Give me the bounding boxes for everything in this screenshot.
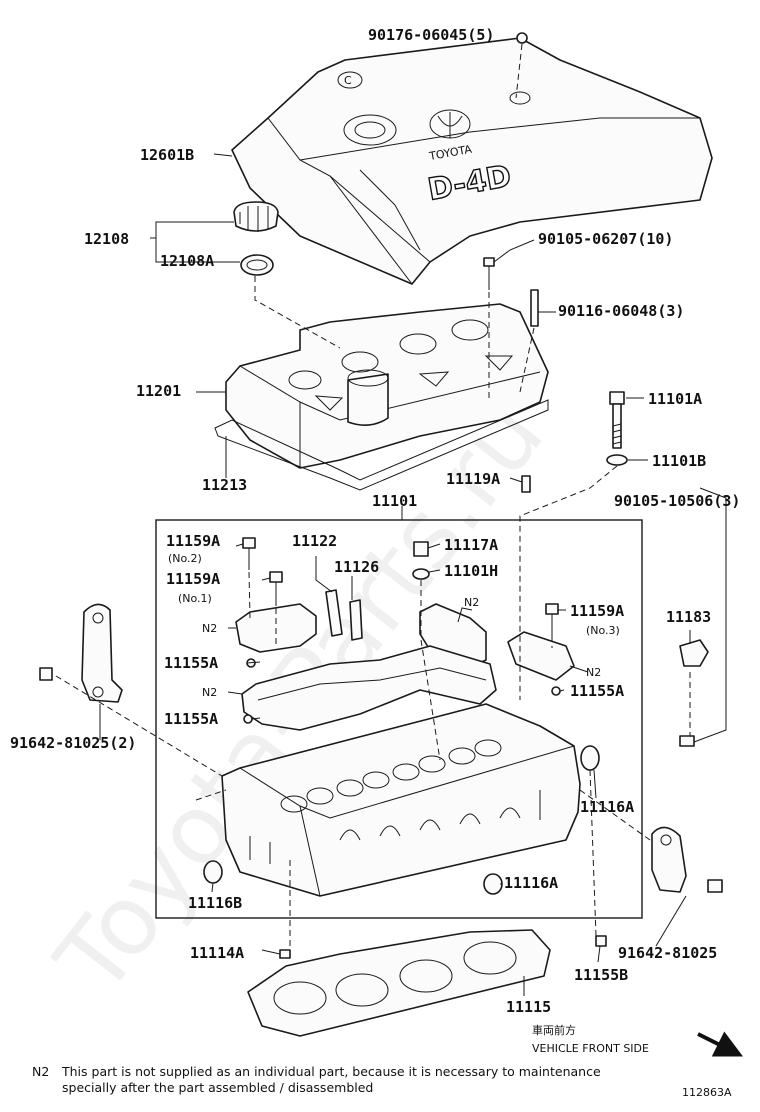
cover-c-mark: C (344, 74, 352, 87)
hanger-bolt-left (39, 667, 53, 681)
label-11159A-no3: 11159A (570, 602, 624, 620)
note-11159A-no3: (No.3) (586, 624, 620, 637)
cylinder-head (221, 703, 581, 897)
plug-11117A (413, 541, 429, 557)
label-11101: 11101 (372, 492, 417, 510)
note-key: N2 (32, 1064, 49, 1079)
note-11159A-no2: (No.2) (168, 552, 202, 565)
label-11119A: 11119A (446, 470, 500, 488)
filler-cap-gasket (240, 254, 274, 276)
note-line-2: specially after the part assembled / dis… (62, 1080, 373, 1095)
label-11101A: 11101A (648, 390, 702, 408)
washer-11101H (412, 568, 430, 580)
label-11201: 11201 (136, 382, 181, 400)
label-11155A-2: 11155A (570, 682, 624, 700)
bolt-11159A-no1 (269, 571, 283, 606)
pin-11122 (325, 589, 343, 637)
figure-id: 112863A (682, 1086, 732, 1099)
sensor-11183 (679, 639, 709, 667)
label-11117A: 11117A (444, 536, 498, 554)
label-91642-81025: 91642-81025 (618, 944, 717, 962)
head-bolt-90105-10506 (679, 735, 695, 747)
note-line-1: This part is not supplied as an individu… (61, 1064, 601, 1079)
head-cover-gasket (214, 399, 549, 491)
label-11126: 11126 (334, 558, 379, 576)
note-11159A-no1: (No.1) (178, 592, 212, 605)
front-label-jp: 車両前方 (532, 1023, 576, 1037)
front-label-en: VEHICLE FRONT SIDE (532, 1042, 649, 1055)
engine-cover: C TOYOTA D-4D (231, 37, 713, 285)
head-bolt-11101A (609, 391, 625, 449)
dowel-11155B (595, 935, 607, 947)
head-washer-11101B (606, 454, 628, 466)
label-11213: 11213 (202, 476, 247, 494)
label-12108A: 12108A (160, 252, 214, 270)
label-n2-a: N2 (202, 622, 217, 635)
label-11159A-no1: 11159A (166, 570, 220, 588)
plug-11116A-lower (483, 873, 503, 895)
label-11115: 11115 (506, 998, 551, 1016)
label-11183: 11183 (666, 608, 711, 626)
cylinder-head-cover (225, 303, 549, 469)
label-91642-81025-2: 91642-81025(2) (10, 734, 136, 752)
oil-filler-cap (233, 201, 279, 232)
label-n2-c: N2 (586, 666, 601, 679)
plug-11116B (203, 860, 223, 884)
label-11155B: 11155B (574, 966, 628, 984)
hanger-bolt-right (707, 879, 723, 893)
assembly-box (155, 519, 643, 919)
label-11116B: 11116B (188, 894, 242, 912)
label-90116-06048: 90116-06048(3) (558, 302, 684, 320)
engine-hanger-right (651, 826, 687, 893)
pin-11126 (349, 599, 363, 641)
bolt-11159A-no2 (242, 537, 256, 570)
front-arrow-icon (697, 1031, 744, 1057)
cover-nut-90176 (516, 32, 528, 44)
label-11155A-3: 11155A (164, 710, 218, 728)
label-11101B: 11101B (652, 452, 706, 470)
label-11101H: 11101H (444, 562, 498, 580)
engine-hanger-left (81, 603, 123, 703)
plug-11116A-upper (580, 745, 600, 771)
bolt-11159A-no3 (545, 603, 559, 636)
label-11116A-upper: 11116A (580, 798, 634, 816)
label-n2-d: N2 (202, 686, 217, 699)
head-cover-bolt-90105 (483, 257, 495, 290)
label-90105-10506: 90105-10506(3) (614, 492, 740, 510)
label-90176-06045: 90176-06045(5) (368, 26, 494, 44)
label-11155A-1: 11155A (164, 654, 218, 672)
label-90105-06207: 90105-06207(10) (538, 230, 673, 248)
label-11122: 11122 (292, 532, 337, 550)
dowel-11114A (279, 949, 291, 959)
label-n2-b: N2 (464, 596, 479, 609)
bearing-cap-no3 (507, 631, 575, 681)
label-12108: 12108 (84, 230, 129, 248)
label-12601B: 12601B (140, 146, 194, 164)
label-11114A: 11114A (190, 944, 244, 962)
seal-washer-11119A (521, 475, 531, 493)
label-11159A-no2: 11159A (166, 532, 220, 550)
cylinder-head-gasket (247, 929, 551, 1037)
stud-bolt-90116 (530, 289, 539, 327)
camshaft-housing (241, 645, 497, 731)
label-11116A-lower: 11116A (504, 874, 558, 892)
